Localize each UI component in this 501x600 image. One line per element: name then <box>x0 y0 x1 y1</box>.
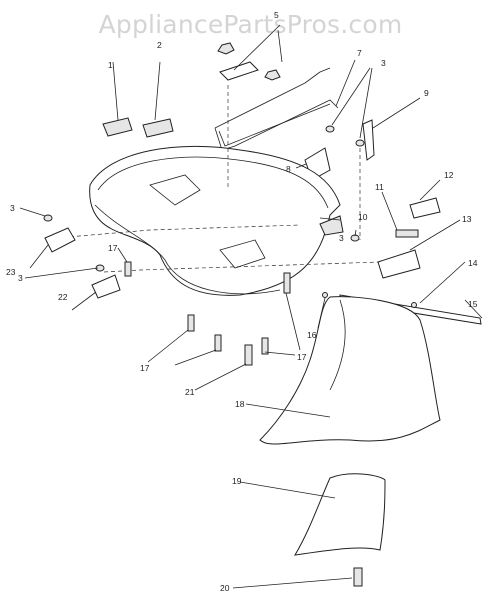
part-3-washer-b <box>355 139 365 147</box>
callout-3-mid: 3 <box>339 233 344 243</box>
part-13-bracket <box>377 249 421 279</box>
callout-1: 1 <box>108 60 113 70</box>
part-17-bolt-c <box>261 337 269 355</box>
callout-15: 15 <box>468 299 478 309</box>
part-7-rod <box>214 67 339 151</box>
callout-18: 18 <box>235 399 245 409</box>
callout-21: 21 <box>185 387 195 397</box>
deck-center-cutout <box>149 174 266 269</box>
deck-edge <box>94 204 281 295</box>
part-18-chute <box>259 296 441 445</box>
callout-3-top: 3 <box>381 58 386 68</box>
part-23-bracket <box>44 227 76 253</box>
part-7-rod-inner <box>218 103 331 147</box>
callout-13: 13 <box>462 214 472 224</box>
callout-19: 19 <box>232 476 242 486</box>
callout-3-left-top: 3 <box>10 203 15 213</box>
callout-20: 20 <box>220 583 230 593</box>
part-5-nut <box>217 42 235 55</box>
callout-2: 2 <box>157 40 162 50</box>
part-3-washer-a <box>325 125 335 133</box>
callout-23: 23 <box>6 267 16 277</box>
part-2-decal <box>142 118 174 138</box>
callout-17-left: 17 <box>108 243 118 253</box>
callout-17-bottom-right: 17 <box>297 352 307 362</box>
part-17-bolt-b <box>214 334 222 352</box>
callout-22: 22 <box>58 292 68 302</box>
callout-9: 9 <box>424 88 429 98</box>
callout-3-left-bottom: 3 <box>18 273 23 283</box>
watermark: AppliancePartsPros.com <box>98 10 403 39</box>
part-20-bolt <box>353 567 363 587</box>
part-5-bracket <box>219 61 259 81</box>
deck-housing <box>89 145 341 296</box>
callout-7: 7 <box>357 48 362 58</box>
part-17-bolt-d <box>283 272 291 294</box>
deck-inner-rim <box>97 156 329 209</box>
part-10-clip <box>319 215 344 236</box>
part-17-bolt-a <box>187 314 195 332</box>
callout-12: 12 <box>444 170 454 180</box>
nut-top <box>264 69 281 81</box>
part-18-chute-fold <box>329 299 346 391</box>
part-19-deflector <box>294 473 386 556</box>
callout-17-bottom-left: 17 <box>140 363 150 373</box>
callout-14: 14 <box>468 258 478 268</box>
part-1-decal <box>102 117 133 137</box>
assembly-line-c <box>103 261 381 273</box>
part-22-bracket <box>91 274 121 299</box>
callout-8: 8 <box>286 164 291 174</box>
part-14-clip <box>411 302 417 308</box>
leader-lines <box>19 24 483 589</box>
part-9-bracket <box>362 119 375 161</box>
part-11-spring <box>395 229 419 238</box>
part-12-plate <box>409 197 441 219</box>
callout-5: 5 <box>274 10 279 20</box>
part-3-washer-left-a <box>43 214 53 222</box>
callout-11: 11 <box>375 182 384 192</box>
part-17-bolt-left <box>124 261 132 277</box>
callout-10: 10 <box>358 212 368 222</box>
callout-16: 16 <box>307 330 317 340</box>
assembly-line-b <box>55 224 301 239</box>
part-21-bolt <box>244 344 253 366</box>
part-16-clip <box>322 292 328 298</box>
